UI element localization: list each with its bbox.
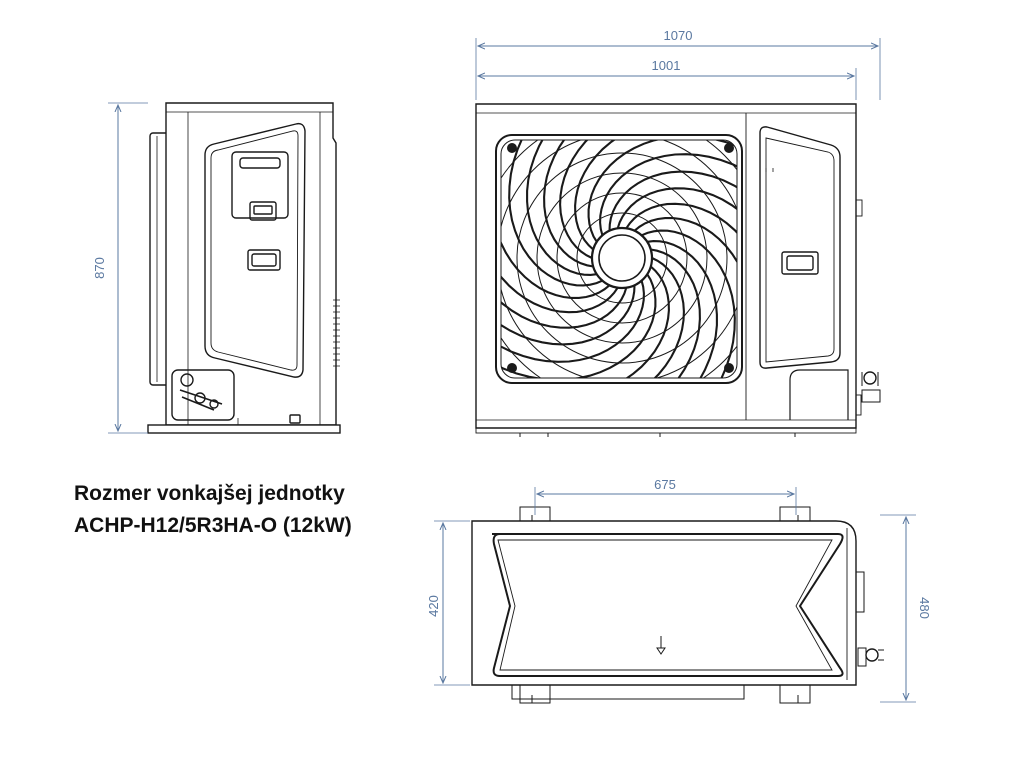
overall-depth-label: 480 — [917, 597, 932, 619]
body-depth-label: 420 — [426, 595, 441, 617]
top-view-dimensions: 675 420 480 — [426, 477, 932, 703]
fan-blade-line — [625, 202, 737, 335]
fan-blade-line — [526, 140, 597, 276]
fan-blade-line — [616, 187, 737, 290]
fan-blade-line — [614, 248, 701, 378]
fan-blade-line — [501, 273, 657, 378]
fan-blade-line — [559, 140, 677, 259]
caption-model: ACHP-H12/5R3HA-O (12kW) — [74, 514, 352, 537]
fan-blade-line — [501, 181, 619, 314]
fan-blade-line — [633, 217, 737, 374]
fan-blade-line — [608, 170, 737, 242]
fan-blade-line — [587, 140, 737, 243]
front-service-panel — [759, 126, 881, 420]
fan-blade-line — [647, 240, 718, 378]
fan-ring-line — [536, 172, 708, 344]
top-view — [471, 506, 884, 704]
fan-grille — [495, 134, 743, 384]
fan-blade-line — [501, 226, 628, 329]
fan-ring-line — [576, 212, 668, 304]
fan-blade-line — [567, 257, 685, 378]
fan-blade-line — [543, 140, 630, 268]
side-view — [147, 102, 341, 434]
caption: Rozmer vonkajšej jednotky ACHP-H12/5R3HA… — [74, 478, 352, 542]
height-dimension: 870 — [92, 102, 148, 434]
fan-ring-line — [556, 192, 688, 324]
body-width-label: 1001 — [652, 58, 681, 73]
fan-blade-line — [574, 140, 720, 251]
fan-ring-line — [516, 152, 728, 364]
fan-blade-line — [501, 274, 636, 346]
overall-width-label: 1070 — [664, 28, 693, 43]
front-width-dimensions: 1070 1001 — [475, 28, 881, 100]
height-label: 870 — [92, 257, 107, 279]
caption-title: Rozmer vonkajšej jednotky — [74, 482, 345, 505]
mount-spacing-label: 675 — [654, 477, 676, 492]
fan-blade-line — [501, 142, 611, 299]
fan-blade-line — [524, 265, 670, 378]
